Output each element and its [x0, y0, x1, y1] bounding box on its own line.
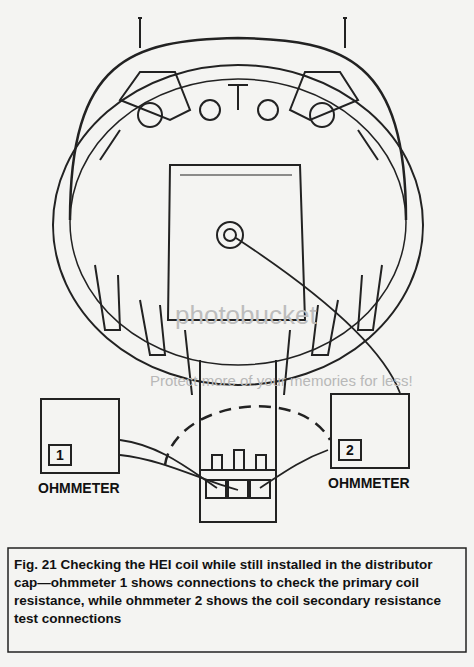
terminal-tower	[290, 72, 358, 120]
coil-center-terminal	[217, 222, 243, 248]
test-lead	[120, 440, 217, 488]
meter-number: 2	[338, 439, 362, 461]
watermark: Protect more of your memories for less!	[150, 372, 413, 389]
ohmmeter-box: 1OHMMETER	[40, 398, 120, 474]
coil-edge	[180, 175, 292, 176]
meter-label: OHMMETER	[328, 475, 410, 491]
figure-caption: Fig. 21 Checking the HEI coil while stil…	[14, 556, 456, 628]
test-lead	[260, 450, 328, 488]
coil-center-terminal	[224, 229, 236, 241]
terminal-socket	[310, 103, 334, 127]
dashed-callout	[165, 406, 330, 465]
bail-latch	[138, 18, 347, 48]
ohmmeter-box: 2OHMMETER	[330, 393, 410, 469]
plug-towers	[95, 265, 382, 355]
terminal-socket	[258, 100, 278, 120]
terminal-tower	[120, 72, 190, 120]
tower-tab	[228, 85, 248, 110]
connector-terminals	[212, 450, 266, 470]
test-lead	[120, 455, 238, 490]
watermark: photobucket	[175, 300, 317, 331]
coil-connector	[200, 470, 276, 522]
cap-skirt	[185, 330, 290, 470]
meter-number: 1	[48, 444, 72, 466]
cap-inner-rim	[70, 79, 406, 365]
hei-coil	[168, 165, 305, 320]
terminal-socket	[200, 100, 220, 120]
cap-rim	[53, 65, 423, 385]
cap-rib	[100, 130, 378, 160]
caption-frame	[8, 548, 466, 652]
connector-pin	[228, 480, 248, 498]
meter-label: OHMMETER	[38, 480, 120, 496]
terminal-socket	[138, 103, 162, 127]
